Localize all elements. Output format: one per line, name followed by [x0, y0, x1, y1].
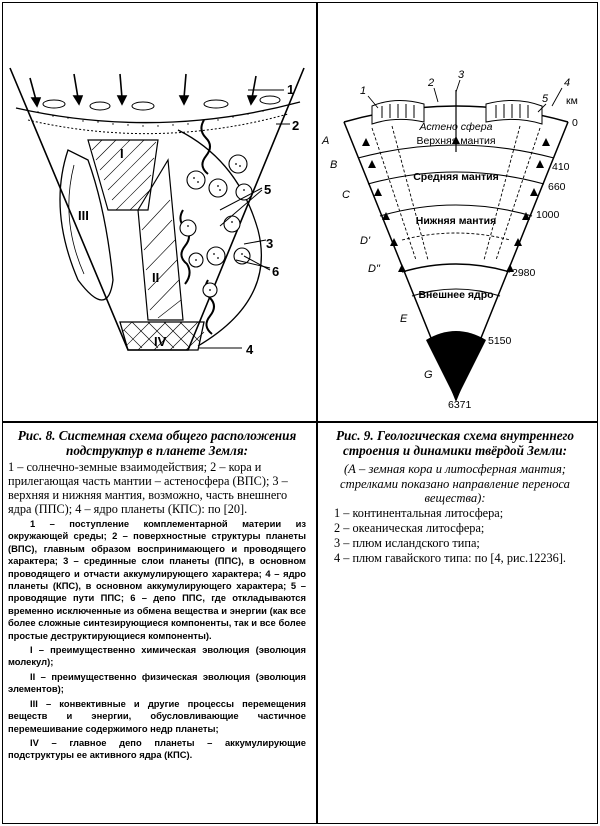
fig8-label-5: 5	[264, 182, 271, 197]
fig8-label-2: 2	[292, 118, 299, 133]
figure-8-caption: Рис. 8. Системная схема общего расположе…	[8, 428, 306, 762]
fig8-core-hatch	[121, 321, 205, 351]
fig9-top-labels: 1 2 3 4 5	[360, 69, 570, 105]
fig9-depth-6371: 6371	[448, 399, 472, 410]
fig8-label-6: 6	[272, 264, 279, 279]
fig9-depth-1000: 1000	[536, 209, 560, 221]
fig9-depth-2980: 2980	[512, 267, 536, 279]
fig9-zone-C: C	[342, 189, 350, 201]
column-divider	[316, 3, 318, 823]
fig8-label-3: 3	[266, 236, 273, 251]
fig9-depth-unit: км	[566, 95, 578, 107]
fig8-labels: 1 2 3 4 5 6 I II III IV	[78, 82, 299, 357]
fig8-roman-item-III: III – конвективные и другие процессы пер…	[8, 697, 306, 734]
fig9-asthenosphere-label: Астено сфера	[419, 121, 493, 133]
fig9-depth-660: 660	[548, 181, 566, 193]
fig9-outer-core-label: Внешнее ядро	[418, 289, 493, 301]
fig8-asthenosphere-line	[27, 113, 289, 135]
fig8-wedge-outline	[9, 67, 305, 351]
fig9-item-4: 4 – плюм гавайского типа: по [4, рис.122…	[334, 550, 566, 565]
fig9-lower-mantle-label: Нижняя мантия	[416, 215, 497, 227]
fig9-zone-D2: D"	[368, 263, 381, 275]
fig9-label-1: 1	[360, 85, 366, 97]
fig8-roman-item-I: I – преимущественно химическая эволюция …	[8, 644, 306, 668]
fig9-core-boundary	[411, 288, 501, 297]
fig9-lithosphere-marks	[381, 104, 529, 118]
fig8-caption-text: 1 – солнечно-земные взаимодействия; 2 – …	[8, 460, 288, 516]
fig9-arrows	[362, 136, 550, 272]
fig9-depth-0: 0	[572, 117, 578, 129]
fig9-label-3: 3	[458, 69, 465, 81]
fig9-zone-A: A	[321, 135, 329, 147]
fig9-upper-mantle-label: Верхняя мантия	[416, 135, 495, 147]
figure-9-caption: Рис. 9. Геологическая схема внутреннего …	[320, 428, 590, 566]
fig8-label-IV: IV	[154, 334, 167, 349]
fig8-region-II	[137, 158, 184, 321]
fig8-leader-lines	[198, 89, 290, 349]
fig8-mantle-boundary	[177, 129, 262, 347]
fig8-depot-dots	[187, 163, 245, 291]
fig8-region-III-arrow	[68, 164, 85, 275]
fig9-depth-410: 410	[552, 161, 570, 173]
fig8-roman-item-IV: IV – главное депо планеты – аккумулирующ…	[8, 736, 306, 761]
fig8-label-4: 4	[246, 342, 254, 357]
fig8-label-II: II	[152, 270, 159, 285]
row-divider	[3, 421, 597, 423]
fig8-region-I-hatch	[91, 139, 157, 211]
fig9-zone-B: B	[330, 159, 337, 171]
fig9-zone-D1: D'	[360, 235, 371, 247]
fig8-incoming-arrows	[29, 73, 258, 108]
fig8-region-I	[87, 139, 159, 211]
fig8-core-IV	[119, 321, 205, 351]
fig9-inner-core	[426, 331, 486, 400]
fig9-caption-title: Рис. 9. Геологическая схема внутреннего …	[335, 428, 575, 458]
fig9-zone-letters: A B C D' D" E G	[321, 135, 433, 381]
fig8-caption-title: Рис. 8. Системная схема общего расположе…	[17, 428, 297, 458]
figure-9-diagram: 1 2 3 4 5 Астено сфера Верхняя мантия Ср…	[321, 69, 578, 410]
fig9-leader-lines	[367, 79, 563, 113]
fig9-depth-scale: км 0 410 660 1000 2980 5150 6371	[448, 95, 578, 410]
fig9-item-2: 2 – океаническая литосфера;	[334, 520, 485, 535]
fig9-layer-text: Астено сфера Верхняя мантия Средняя мант…	[413, 121, 499, 301]
fig8-legend-paragraph: 1 – поступление комплементарной материи …	[8, 518, 306, 641]
fig9-zone-G: G	[424, 369, 433, 381]
fig9-depth-5150: 5150	[488, 335, 512, 347]
fig8-label-III: III	[78, 208, 89, 223]
fig9-caption-sub: (А – земная кора и литосферная мантия; с…	[340, 462, 570, 505]
fig9-middle-mantle-label: Средняя мантия	[413, 171, 499, 183]
fig8-label-I: I	[120, 146, 124, 161]
fig9-layer-boundaries	[357, 144, 555, 273]
fig9-label-2: 2	[427, 77, 434, 89]
fig9-dashed-flows	[371, 125, 541, 261]
fig8-surface-blobs	[42, 95, 281, 111]
fig8-region-II-hatch	[141, 199, 182, 319]
fig9-zone-E: E	[400, 313, 408, 325]
fig9-item-1: 1 – континентальная литосфера;	[334, 505, 504, 520]
fig8-depots	[179, 154, 253, 298]
fig8-label-1: 1	[287, 82, 294, 97]
fig9-item-3: 3 – плюм исландского типа;	[334, 535, 480, 550]
figure-8-diagram: 1 2 3 4 5 6 I II III IV	[9, 67, 305, 357]
fig8-roman-item-II: II – преимущественно физическая эволюция…	[8, 670, 306, 695]
fig9-label-4: 4	[564, 77, 570, 89]
fig8-region-III-loop	[59, 149, 114, 301]
fig9-label-5: 5	[542, 93, 549, 105]
